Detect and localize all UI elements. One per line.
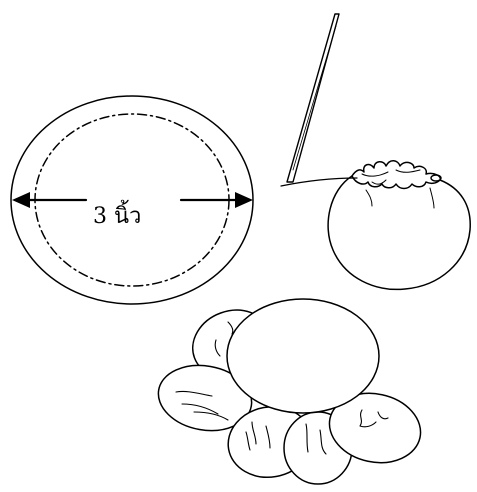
- diameter-label: 3 นิ้ว: [93, 204, 142, 229]
- right-diameter-arrow: [179, 192, 253, 208]
- left-diameter-arrow: [12, 192, 88, 208]
- petal-left-bottom: [157, 364, 253, 432]
- pouch-ruffle: [351, 160, 442, 190]
- flower-figure: [157, 298, 422, 485]
- pouch-body: [327, 175, 471, 291]
- petal-bottom-right: [328, 392, 422, 464]
- flower-center-disc: [226, 298, 380, 414]
- fabric-circle-figure: [10, 95, 254, 305]
- gathered-pouch: [327, 160, 471, 291]
- needle: [280, 13, 358, 187]
